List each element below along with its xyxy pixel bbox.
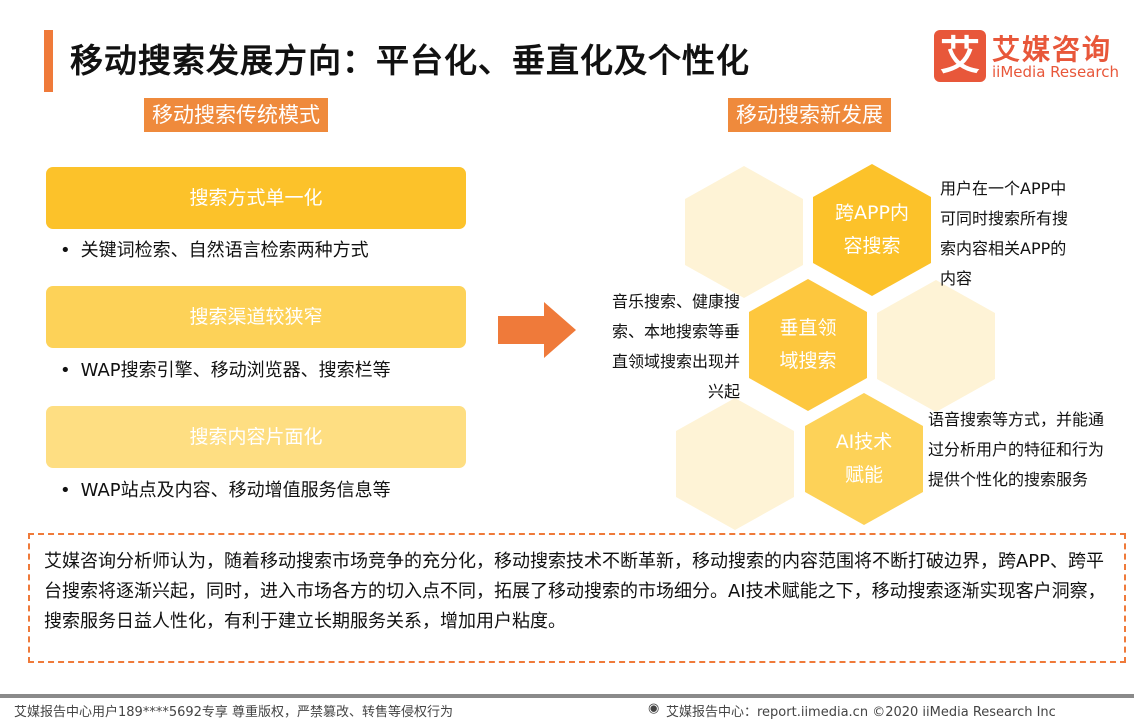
mode-bullet-2: WAP搜索引擎、移动浏览器、搜索栏等 [60, 356, 391, 382]
hex-label: AI技术赋能 [835, 431, 893, 486]
ai-desc: 语音搜索等方式，并能通过分析用户的特征和行为提供个性化的搜索服务 [928, 410, 1105, 489]
new-development-heading: 移动搜索新发展 [728, 98, 891, 132]
footer-globe-icon: ◉ [648, 701, 660, 716]
footer-source: 艾媒报告中心：report.iimedia.cn ©2020 iiMedia R… [666, 705, 1056, 720]
decor-hexagon [685, 166, 803, 298]
hex-label: 垂直领域搜索 [779, 317, 837, 372]
hex-vertical: 垂直领域搜索 [749, 279, 867, 411]
page-title: 移动搜索发展方向：平台化、垂直化及个性化 [70, 41, 750, 80]
analyst-summary: 艾媒咨询分析师认为，随着移动搜索市场竞争的充分化，移动搜索技术不断革新，移动搜索… [28, 533, 1126, 663]
arrow-right-icon [498, 302, 576, 358]
title-accent-bar [44, 30, 53, 92]
hex-label: 跨APP内容搜索 [835, 202, 909, 257]
mode-bullet-3: WAP站点及内容、移动增值服务信息等 [60, 476, 391, 502]
footer-divider [0, 694, 1134, 698]
mode-box-1: 搜索方式单一化 [46, 167, 466, 229]
traditional-mode-heading: 移动搜索传统模式 [144, 98, 328, 132]
cross-app-desc: 用户在一个APP中可同时搜索所有搜索内容相关APP的内容 [940, 179, 1069, 288]
hex-ai: AI技术赋能 [805, 393, 923, 525]
decor-hexagon [676, 398, 794, 530]
footer-copyright: 艾媒报告中心用户189****5692专享 尊重版权，严禁篡改、转售等侵权行为 [14, 705, 454, 720]
logo-name-cn: 艾媒咨询 [992, 33, 1113, 66]
decor-hexagon [877, 280, 995, 412]
logo-mark: 艾 [934, 30, 986, 82]
mode-box-2: 搜索渠道较狭窄 [46, 286, 466, 348]
hex-cross-app: 跨APP内容搜索 [813, 164, 931, 296]
vertical-desc: 音乐搜索、健康搜索、本地搜索等垂直领域搜索出现并兴起 [611, 292, 740, 401]
logo-name-en: iiMedia Research [992, 63, 1119, 81]
mode-bullet-1: 关键词检索、自然语言检索两种方式 [60, 236, 369, 262]
mode-box-3: 搜索内容片面化 [46, 406, 466, 468]
